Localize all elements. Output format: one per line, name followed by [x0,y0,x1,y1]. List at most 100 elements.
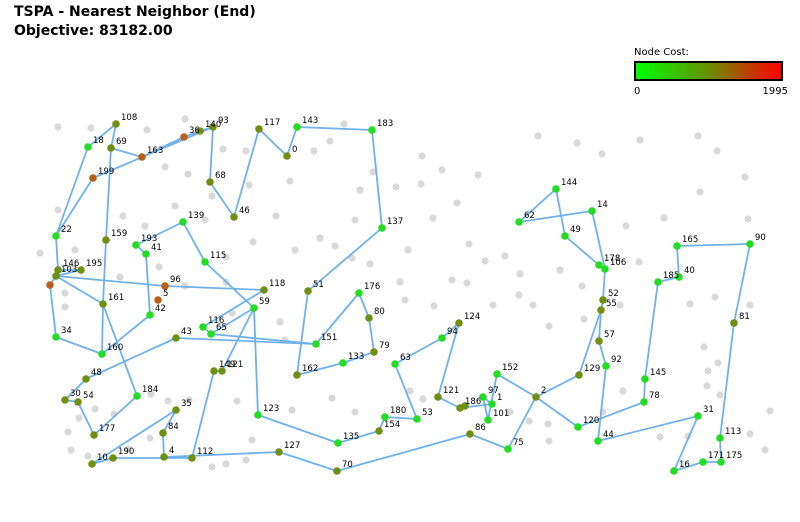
node-label: 90 [755,233,766,243]
unvisited-node [635,258,643,266]
route-edge [102,239,107,305]
route-node [209,123,217,131]
unvisited-node [711,293,719,301]
unvisited-node [619,387,627,395]
route-node [595,337,603,345]
unvisited-node [716,391,724,399]
route-node [89,174,97,182]
route-edge [342,351,375,364]
route-node [333,467,341,475]
unvisited-node [249,238,257,246]
route-node [275,448,283,456]
node-label: 84 [168,422,179,432]
node-label: 79 [379,341,390,351]
node-label: 36 [189,126,200,136]
node-label: 106 [610,258,626,268]
unvisited-node [310,147,318,155]
unvisited-node [396,278,404,286]
route-edge [209,126,214,183]
route-node [112,120,120,128]
route-edge [564,235,600,266]
node-label: 0 [292,145,297,155]
unvisited-node [525,417,533,425]
node-label: 151 [321,333,337,343]
route-edge [535,374,580,398]
node-label: 40 [684,266,695,276]
unvisited-node [622,222,630,230]
unvisited-node [331,242,339,250]
route-node [293,123,301,131]
route-edge [315,292,360,345]
unvisited-node [222,460,230,468]
node-label: 165 [682,235,698,245]
unvisited-node [448,276,456,284]
route-node [716,434,724,442]
unvisited-node [161,163,169,171]
node-label: 143 [302,116,318,126]
route-edges [49,123,751,472]
route-node [133,392,141,400]
unvisited-node [392,183,400,191]
route-edge [164,285,265,291]
unvisited-node [71,246,79,254]
route-node [254,411,262,419]
node-label: 140 [205,120,221,130]
route-edge [87,123,117,148]
unvisited-node [119,212,127,220]
route-node [172,406,180,414]
unvisited-node [84,452,92,460]
route-node [438,334,446,342]
unvisited-node [316,234,324,242]
node-label: 31 [703,405,714,415]
route-node [466,430,474,438]
unvisited-node [272,212,280,220]
route-edge [598,309,602,342]
route-edge [49,284,57,338]
node-label: 94 [447,327,458,337]
route-node [52,333,60,341]
node-label: 186 [465,397,481,407]
unvisited-node [694,132,702,140]
unvisited-node [438,166,446,174]
route-edge [55,146,89,237]
route-edge [278,451,338,472]
route-edge [257,414,339,444]
unvisited-node [515,291,523,299]
unvisited-node [744,215,752,223]
route-edge [733,243,751,324]
node-label: 116 [208,316,224,326]
node-label: 2 [541,386,546,396]
route-edge [676,243,751,247]
unvisited-node [401,296,409,304]
route-edge [296,362,344,376]
route-node [196,127,204,135]
node-label: 108 [121,113,137,123]
route-edge [296,126,373,131]
route-node [312,340,320,348]
unvisited-node [417,180,425,188]
route-node [199,323,207,331]
node-label: 86 [475,423,486,433]
route-node [98,350,106,358]
unvisited-node [36,249,44,257]
unvisited-node [184,170,192,178]
unvisited-node [201,216,209,224]
route-node [493,370,501,378]
route-edge [394,363,418,420]
node-label: 171 [708,451,724,461]
unvisited-node [598,150,606,158]
route-edge [233,128,260,218]
node-label: 159 [111,229,127,239]
node-label: 92 [611,355,622,365]
route-node [654,278,662,286]
route-node [61,396,69,404]
unvisited-node [143,126,151,134]
route-node [413,415,421,423]
route-edge [77,401,95,436]
route-edge [676,245,680,278]
route-edge [135,221,184,246]
route-edge [602,268,606,301]
node-label: 145 [650,368,666,378]
route-edge [85,337,177,380]
